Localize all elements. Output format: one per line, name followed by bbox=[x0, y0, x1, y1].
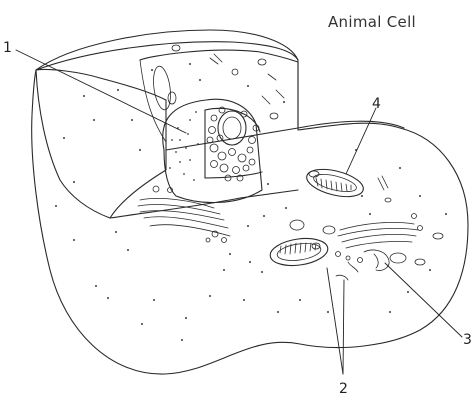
label-3: 3 bbox=[463, 333, 472, 347]
cutaway-rim bbox=[36, 42, 298, 70]
diagram-title: Animal Cell bbox=[328, 13, 416, 31]
mitochondrion-lower bbox=[268, 235, 329, 269]
centriole bbox=[364, 250, 406, 270]
small-organelles bbox=[151, 45, 443, 280]
cutaway-inner-wall bbox=[140, 50, 298, 128]
golgi-left bbox=[138, 186, 230, 243]
label-1: 1 bbox=[3, 41, 12, 55]
leader-line-2a bbox=[327, 268, 343, 374]
nuclear-envelope-stipple bbox=[169, 111, 199, 181]
label-4: 4 bbox=[372, 97, 381, 111]
mitochondrion-upper bbox=[304, 164, 366, 201]
golgi-right bbox=[336, 214, 423, 263]
label-2: 2 bbox=[339, 382, 348, 396]
leader-line-2b bbox=[343, 280, 344, 374]
cell-membrane bbox=[32, 30, 468, 374]
leader-line-4 bbox=[346, 108, 376, 174]
